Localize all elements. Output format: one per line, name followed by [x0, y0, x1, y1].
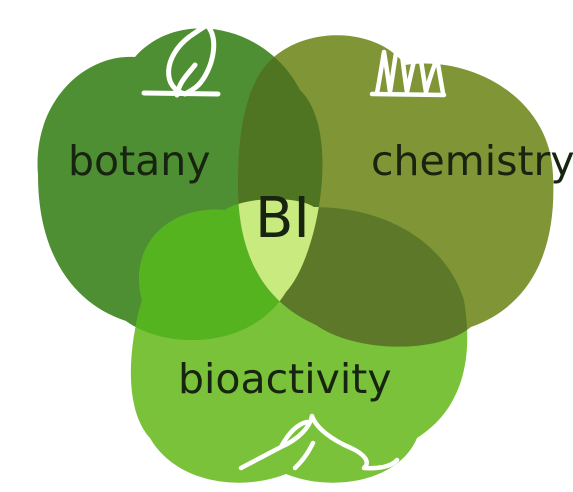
- label-chemistry: chemistry: [371, 137, 573, 185]
- leaf-icon: [141, 22, 221, 98]
- label-bioactivity: bioactivity: [178, 355, 392, 403]
- label-center: BI: [255, 186, 310, 251]
- spectrum-peaks-icon: [369, 31, 447, 98]
- mouse-icon: [238, 413, 400, 471]
- label-botany: botany: [68, 137, 211, 185]
- botany-bioactivity-overlap: [130, 199, 323, 341]
